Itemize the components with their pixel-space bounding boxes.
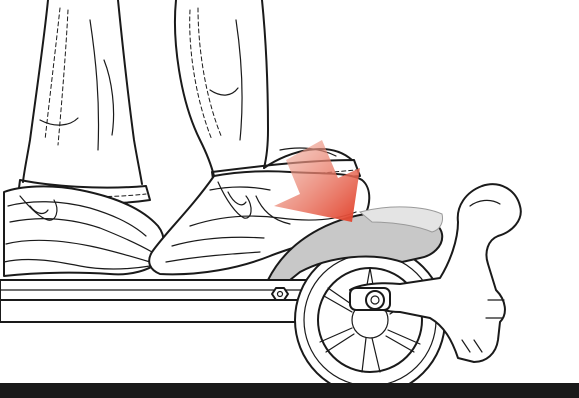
left-shoe xyxy=(4,186,164,276)
left-leg xyxy=(18,0,150,203)
right-leg xyxy=(175,0,360,186)
pivot-bolt-icon xyxy=(350,288,390,310)
ground-line xyxy=(0,383,579,398)
rear-wheel xyxy=(295,245,445,395)
deck-bolt-icon xyxy=(272,288,288,300)
